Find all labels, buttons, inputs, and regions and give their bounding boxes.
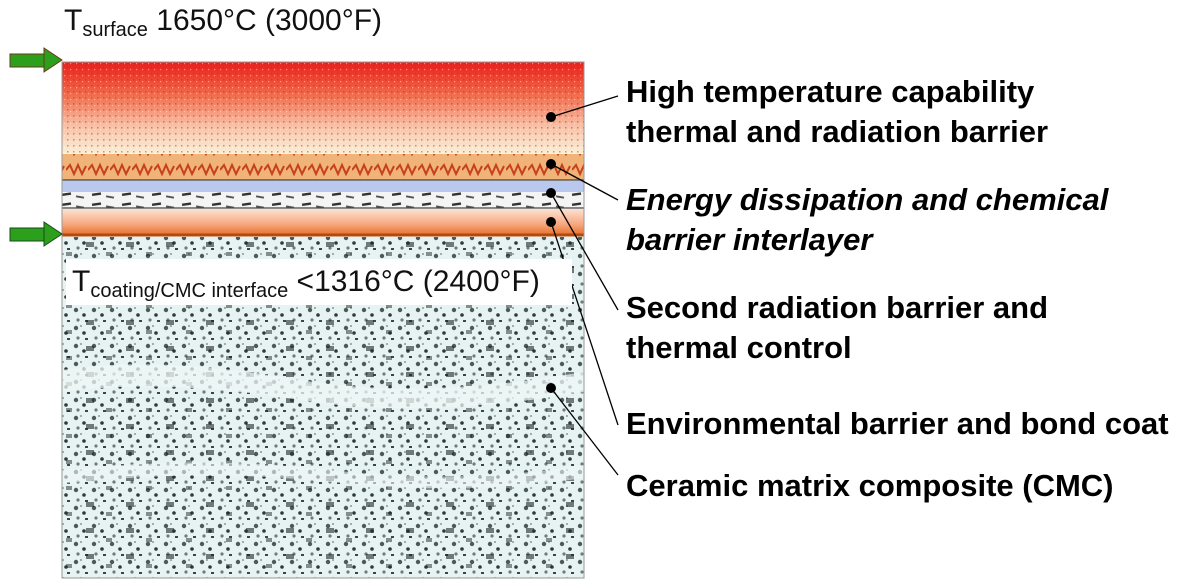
annotation-line: Second radiation barrier and bbox=[626, 290, 1049, 325]
annotation-second-radiation-barrier: Second radiation barrier and thermal con… bbox=[626, 288, 1048, 368]
leader-line-4 bbox=[550, 221, 619, 426]
annotation-line: Energy dissipation and chemical bbox=[626, 182, 1109, 217]
leader-line-1 bbox=[550, 95, 619, 118]
interface-arrow-icon bbox=[9, 221, 63, 247]
interface-temperature-label: Tcoating/CMC interface <1316°C (2400°F) bbox=[66, 259, 572, 305]
annotation-line: High temperature capability bbox=[626, 74, 1035, 109]
annotation-line: Environmental barrier and bond coat bbox=[626, 406, 1169, 441]
annotation-environmental-barrier: Environmental barrier and bond coat bbox=[626, 404, 1169, 444]
annotation-line: barrier interlayer bbox=[626, 222, 873, 257]
surface-temperature-label: Tsurface 1650°C (3000°F) bbox=[64, 4, 383, 41]
leader-line-3 bbox=[550, 192, 619, 311]
annotation-cmc: Ceramic matrix composite (CMC) bbox=[626, 466, 1114, 506]
annotation-line: thermal and radiation barrier bbox=[626, 114, 1049, 149]
annotation-energy-dissipation-interlayer: Energy dissipation and chemical barrier … bbox=[626, 180, 1108, 260]
annotation-thermal-radiation-barrier: High temperature capability thermal and … bbox=[626, 72, 1048, 152]
surface-arrow-icon bbox=[9, 47, 63, 73]
leader-line-2 bbox=[550, 163, 619, 201]
annotation-line: Ceramic matrix composite (CMC) bbox=[626, 468, 1114, 503]
leader-line-5 bbox=[550, 387, 619, 476]
annotation-line: thermal control bbox=[626, 330, 852, 365]
